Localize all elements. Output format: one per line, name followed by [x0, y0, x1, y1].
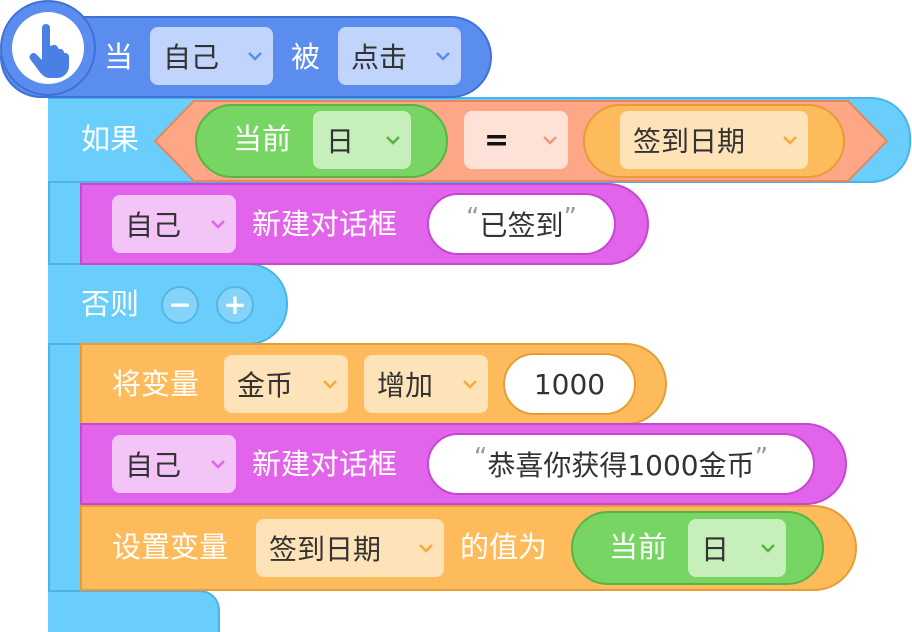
chevron-down-icon	[323, 380, 337, 389]
say2-target-dropdown[interactable]: 自己	[112, 435, 236, 493]
variable-value: 签到日期	[633, 125, 746, 158]
chevron-down-icon	[386, 136, 400, 145]
set-var-label: 设置变量	[112, 530, 229, 564]
chevron-down-icon	[248, 52, 262, 61]
chevron-down-icon	[783, 136, 797, 145]
set-var-value-label: 的值为	[460, 530, 548, 564]
chevron-down-icon	[436, 52, 450, 61]
if-label: 如果	[81, 122, 140, 156]
open-quote: “	[466, 203, 480, 233]
set-var-variable-dropdown[interactable]: 签到日期	[256, 519, 444, 577]
operator-dropdown[interactable]: =	[464, 111, 568, 169]
date-unit-dropdown[interactable]: 日	[313, 111, 411, 169]
chevron-down-icon	[543, 136, 557, 145]
if-block-footer	[48, 590, 220, 632]
say1-text-input[interactable]: “ 已签到 ”	[427, 193, 616, 255]
say2-action-label: 新建对话框	[252, 447, 398, 481]
change-var-label: 将变量	[112, 367, 200, 401]
say2-text-value: 恭喜你获得1000金币	[487, 449, 755, 482]
set-var-current-label: 当前	[609, 530, 668, 564]
chevron-down-icon	[211, 460, 225, 469]
say1-target-value: 自己	[125, 209, 182, 242]
set-var-date-unit-value: 日	[701, 533, 730, 566]
if-else-block[interactable]	[48, 97, 82, 632]
event-target-value: 自己	[163, 41, 220, 74]
chevron-down-icon	[211, 220, 225, 229]
current-label: 当前	[233, 122, 292, 156]
else-label: 否则	[81, 287, 140, 321]
hand-pointer-icon	[12, 12, 84, 84]
event-action-value: 点击	[351, 41, 408, 74]
close-quote: ”	[754, 443, 769, 473]
add-branch-button[interactable]: +	[216, 286, 254, 324]
chevron-down-icon	[463, 380, 477, 389]
change-var-amount-value: 1000	[533, 367, 606, 401]
say2-target-value: 自己	[125, 449, 182, 482]
change-var-op-dropdown[interactable]: 增加	[364, 355, 488, 413]
close-quote: ”	[563, 203, 577, 233]
event-target-dropdown[interactable]: 自己	[150, 27, 273, 85]
event-when-label: 当	[104, 40, 134, 74]
say2-text-input[interactable]: “ 恭喜你获得1000金币 ”	[427, 433, 815, 495]
chevron-down-icon	[761, 544, 775, 553]
say1-text-value: 已签到	[479, 209, 564, 242]
variable-dropdown[interactable]: 签到日期	[620, 111, 808, 169]
minus-icon: −	[168, 288, 192, 321]
change-var-variable-value: 金币	[237, 369, 294, 402]
event-action-dropdown[interactable]: 点击	[338, 27, 461, 85]
say1-action-label: 新建对话框	[252, 207, 398, 241]
operator-value: =	[484, 122, 510, 158]
set-var-variable-value: 签到日期	[269, 533, 382, 566]
change-var-op-value: 增加	[377, 369, 434, 402]
date-unit-value: 日	[326, 125, 355, 158]
remove-branch-button[interactable]: −	[161, 286, 199, 324]
chevron-down-icon	[419, 544, 433, 553]
change-var-amount-input[interactable]: 1000	[503, 353, 636, 415]
open-quote: “	[473, 443, 488, 473]
event-by-label: 被	[291, 40, 321, 74]
change-var-variable-dropdown[interactable]: 金币	[224, 355, 348, 413]
set-var-date-unit-dropdown[interactable]: 日	[688, 519, 786, 577]
say1-target-dropdown[interactable]: 自己	[112, 195, 236, 253]
plus-icon: +	[223, 288, 247, 321]
